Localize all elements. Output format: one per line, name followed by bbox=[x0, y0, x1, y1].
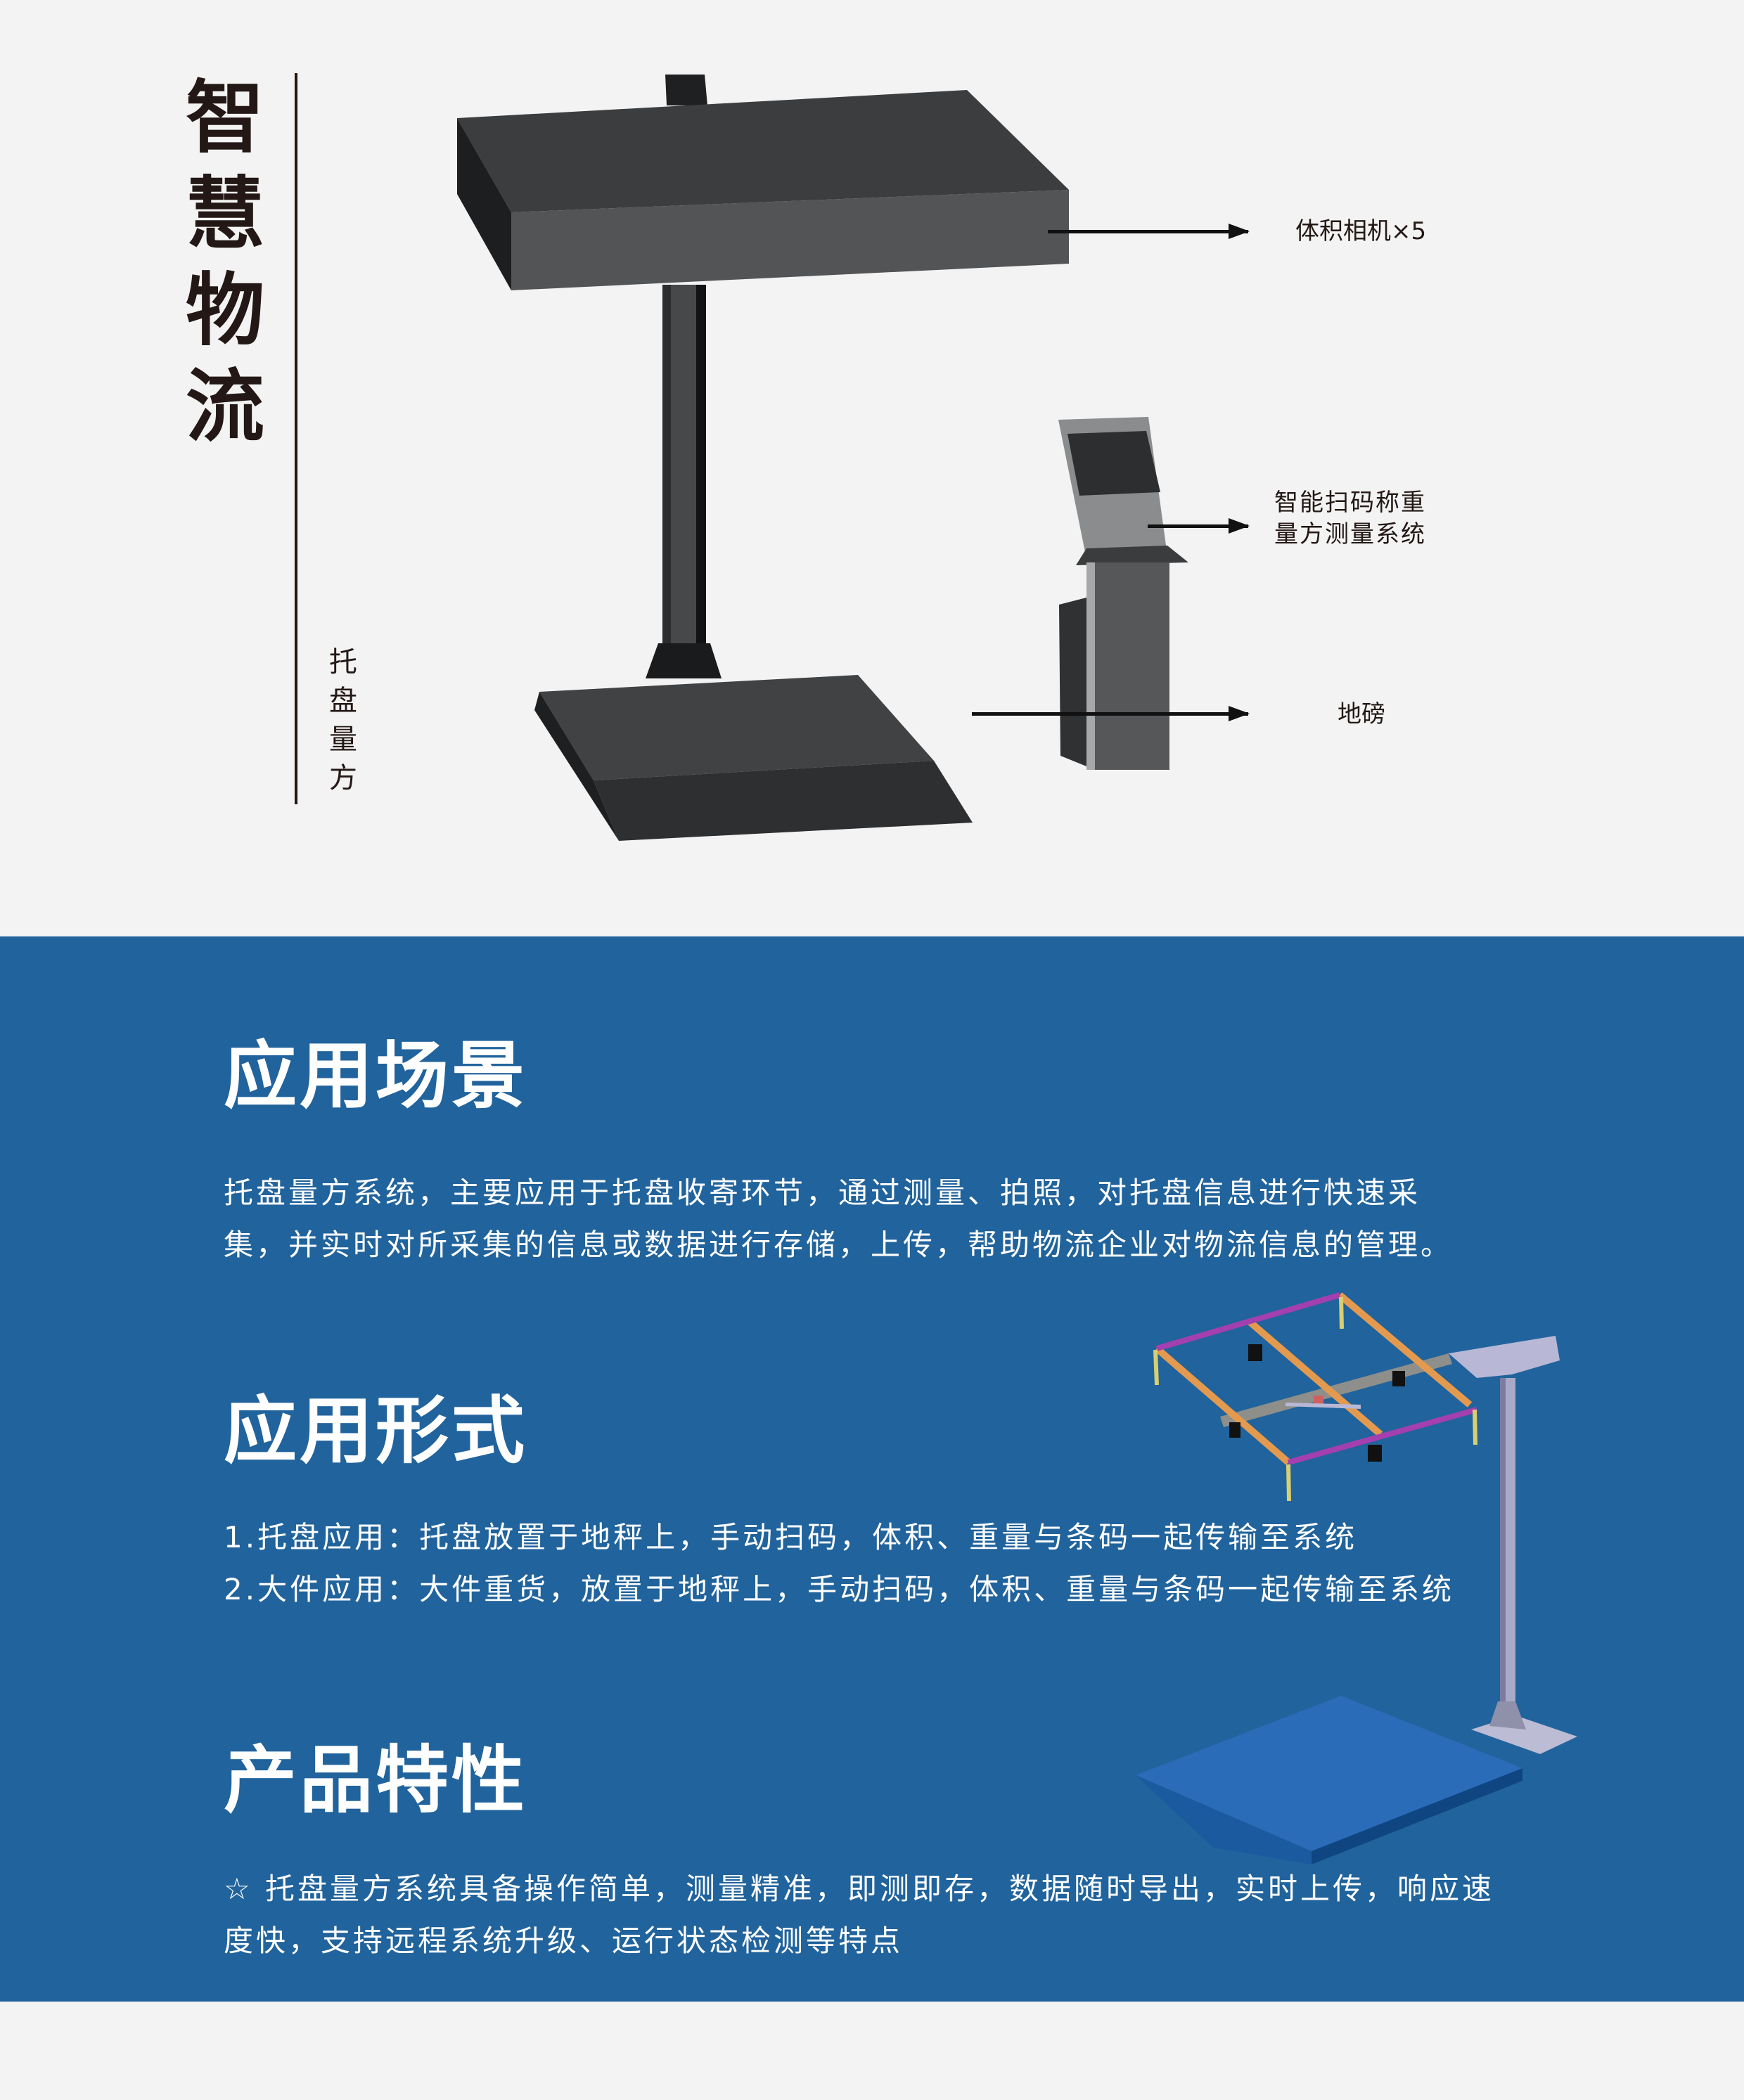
gantry-illustration bbox=[1136, 1292, 1577, 1864]
kiosk-callout-label-line2: 量方测量系统 bbox=[1274, 520, 1426, 548]
scenarios-line-1: 托盘量方系统，主要应用于托盘收寄环节，通过测量、拍照，对托盘信息进行快速采 bbox=[224, 1175, 1421, 1210]
section-body-features: ☆ 托盘量方系统具备操作简单，测量精准，即测即存，数据随时导出，实时上传，响应速… bbox=[224, 1863, 1494, 1967]
section-title-features: 产品特性 bbox=[224, 1737, 528, 1823]
camera-callout-arrow bbox=[1048, 224, 1250, 239]
vertical-divider bbox=[295, 73, 297, 804]
features-line-2: 度快，支持远程系统升级、运行状态检测等特点 bbox=[224, 1924, 904, 1958]
camera-callout-label: 体积相机×5 bbox=[1295, 217, 1427, 245]
scale-callout-label: 地磅 bbox=[1338, 700, 1385, 728]
section-body-forms: 1.托盘应用：托盘放置于地秤上，手动扫码，体积、重量与条码一起传输至系统 2.大… bbox=[224, 1512, 1454, 1616]
kiosk-callout-arrow bbox=[1148, 518, 1250, 534]
pallet-dimensioner-illustration bbox=[457, 75, 1069, 841]
scenarios-line-2: 集，并实时对所采集的信息或数据进行存储，上传，帮助物流企业对物流信息的管理。 bbox=[224, 1228, 1454, 1262]
section-body-scenarios: 托盘量方系统，主要应用于托盘收寄环节，通过测量、拍照，对托盘信息进行快速采 集，… bbox=[224, 1167, 1453, 1271]
top-section: 智慧物流 托盘量方 体积相机×5 智能扫码称重 量方测量 bbox=[0, 0, 1744, 936]
forms-line-1: 1.托盘应用：托盘放置于地秤上，手动扫码，体积、重量与条码一起传输至系统 bbox=[224, 1520, 1358, 1554]
section-title-forms: 应用形式 bbox=[224, 1388, 528, 1474]
forms-line-2: 2.大件应用：大件重货，放置于地秤上，手动扫码，体积、重量与条码一起传输至系统 bbox=[224, 1572, 1455, 1606]
bottom-section: 应用场景 托盘量方系统，主要应用于托盘收寄环节，通过测量、拍照，对托盘信息进行快… bbox=[0, 936, 1744, 2002]
features-line-1: ☆ 托盘量方系统具备操作简单，测量精准，即测即存，数据随时导出，实时上传，响应速 bbox=[224, 1872, 1495, 1906]
scale-callout-arrow bbox=[972, 706, 1250, 721]
section-title-scenarios: 应用场景 bbox=[224, 1033, 528, 1119]
kiosk-terminal-illustration bbox=[1058, 417, 1188, 770]
vertical-subtitle: 托盘量方 bbox=[329, 646, 357, 794]
kiosk-callout-label-line1: 智能扫码称重 bbox=[1274, 489, 1426, 517]
vertical-title: 智慧物流 bbox=[186, 72, 264, 453]
